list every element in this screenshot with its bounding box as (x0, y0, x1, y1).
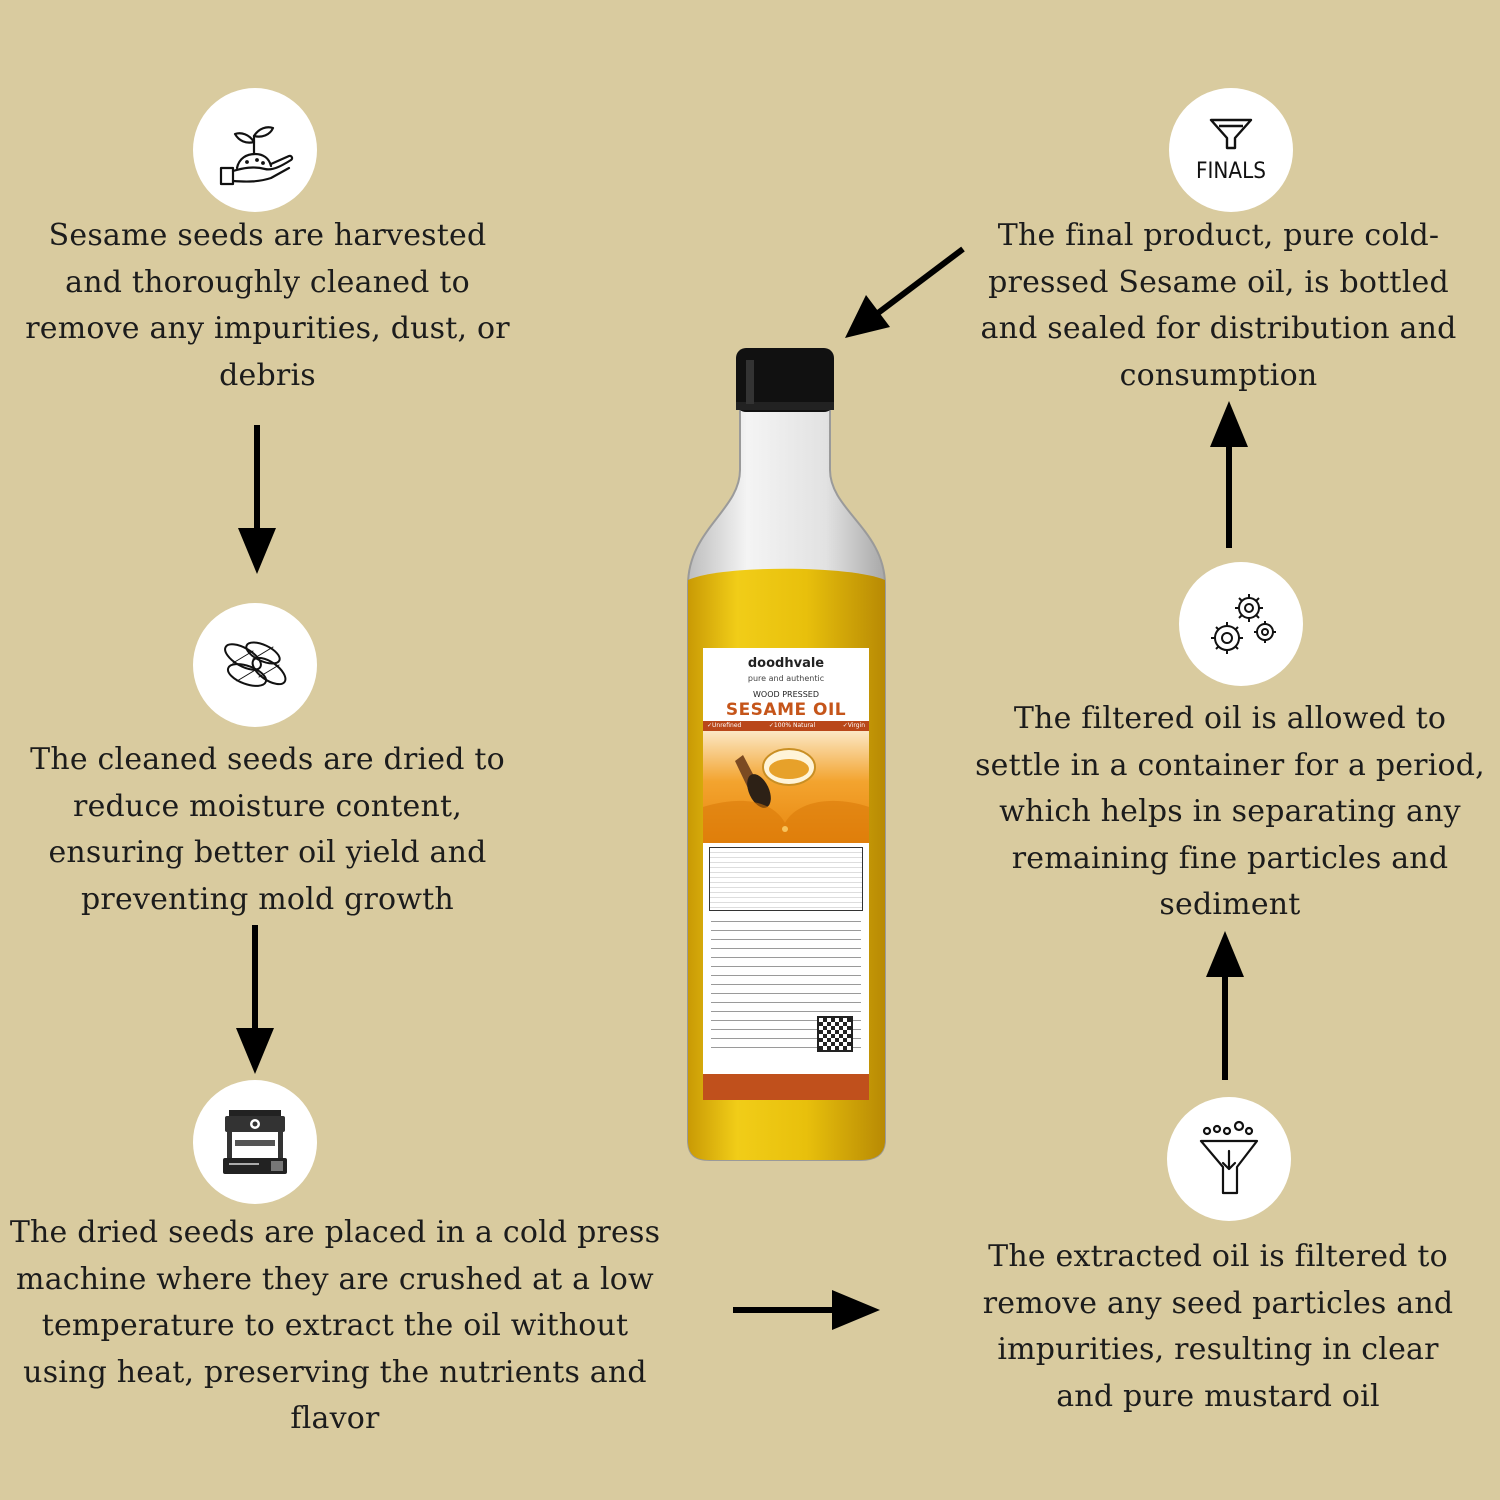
arrow-down-2 (236, 925, 274, 1074)
label-qr-code (817, 1016, 853, 1052)
gears-icon (1211, 594, 1276, 654)
arrow-up-1 (1206, 931, 1244, 1080)
dry-icon-circle (193, 603, 317, 727)
funnel-filter-icon (1199, 1120, 1259, 1195)
arrow-right (733, 1290, 880, 1330)
label-footer-band (703, 1074, 869, 1100)
arrow-down-1 (238, 425, 276, 574)
funnel-finals-icon: FINALS (1196, 118, 1266, 184)
label-feature: ✓Unrefined (707, 722, 742, 729)
label-tagline: pure and authentic (747, 674, 825, 683)
sesame-seeds-icon (224, 641, 287, 687)
finals-icon-text: FINALS (1196, 159, 1266, 184)
label-product-name: SESAME OIL (725, 700, 847, 720)
press-icon-circle (193, 1080, 317, 1204)
arrow-up-2 (1210, 401, 1248, 548)
harvest-icon-circle (193, 88, 317, 212)
dry-step-text: The cleaned seeds are dried to reduce mo… (30, 742, 505, 917)
label-feature: ✓100% Natural (768, 722, 816, 729)
label-subtitle: WOOD PRESSED (752, 690, 819, 699)
harvest-step-text: Sesame seeds are harvested and thoroughl… (25, 218, 510, 393)
label-feature: ✓Virgin (842, 722, 865, 729)
final-icon-circle: FINALS (1169, 88, 1293, 212)
press-machine-icon (223, 1110, 287, 1174)
plant-in-hand-icon (219, 126, 294, 186)
bottle-label: doodhvale pure and authentic WOOD PRESSE… (703, 648, 869, 1100)
label-feature-strip: ✓Unrefined ✓100% Natural ✓Virgin (703, 721, 869, 731)
final-step-text: The final product, pure cold-pressed Ses… (980, 218, 1457, 393)
filter-step-text: The extracted oil is filtered to remove … (982, 1239, 1454, 1414)
settle-step-text: The filtered oil is allowed to settle in… (975, 701, 1485, 922)
label-oil-photo (703, 731, 869, 843)
press-step-text: The dried seeds are placed in a cold pre… (9, 1215, 661, 1436)
label-brand: doodhvale (747, 656, 825, 671)
label-nutrition-table (709, 847, 863, 911)
filter-icon-circle (1167, 1097, 1291, 1221)
arrow-to-bottle (845, 246, 965, 338)
settle-icon-circle (1179, 562, 1303, 686)
